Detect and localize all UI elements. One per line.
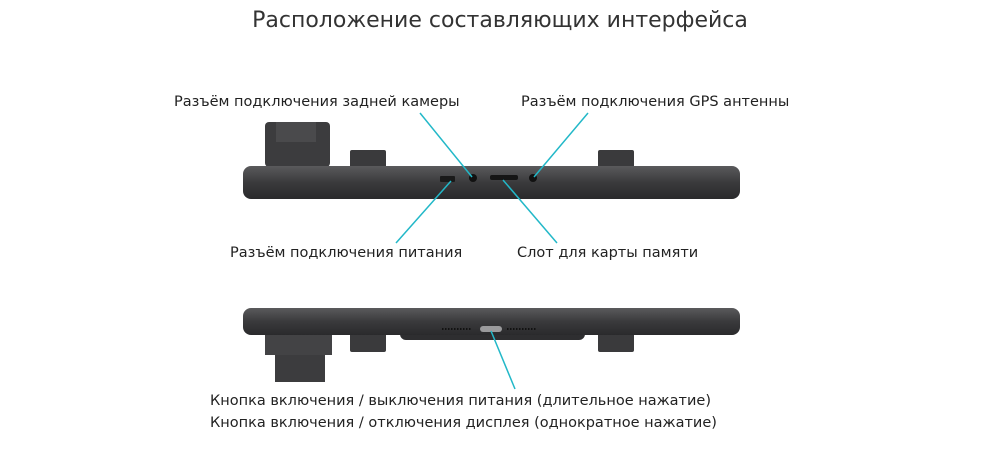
page-title: Расположение составляющих интерфейса bbox=[252, 8, 748, 33]
device-bottom-view bbox=[243, 308, 740, 382]
leader-lines bbox=[395, 112, 589, 390]
clip-left bbox=[350, 333, 386, 352]
label-sd-slot: Слот для карты памяти bbox=[517, 245, 699, 261]
device-body bbox=[243, 166, 740, 199]
power-button bbox=[480, 326, 502, 332]
device-body bbox=[243, 308, 740, 335]
label-gps-connector: Разъём подключения GPS антенны bbox=[521, 94, 790, 110]
power-port bbox=[440, 176, 455, 182]
clip-right bbox=[598, 333, 634, 352]
device-top-view bbox=[243, 122, 740, 199]
sd-card-slot bbox=[490, 175, 518, 180]
label-rear-camera-connector: Разъём подключения задней камеры bbox=[174, 94, 460, 110]
label-power-button-short: Кнопка включения / отключения дисплея (о… bbox=[210, 415, 717, 431]
label-power-button-long: Кнопка включения / выключения питания (д… bbox=[210, 393, 711, 409]
label-power-connector: Разъём подключения питания bbox=[230, 245, 463, 261]
